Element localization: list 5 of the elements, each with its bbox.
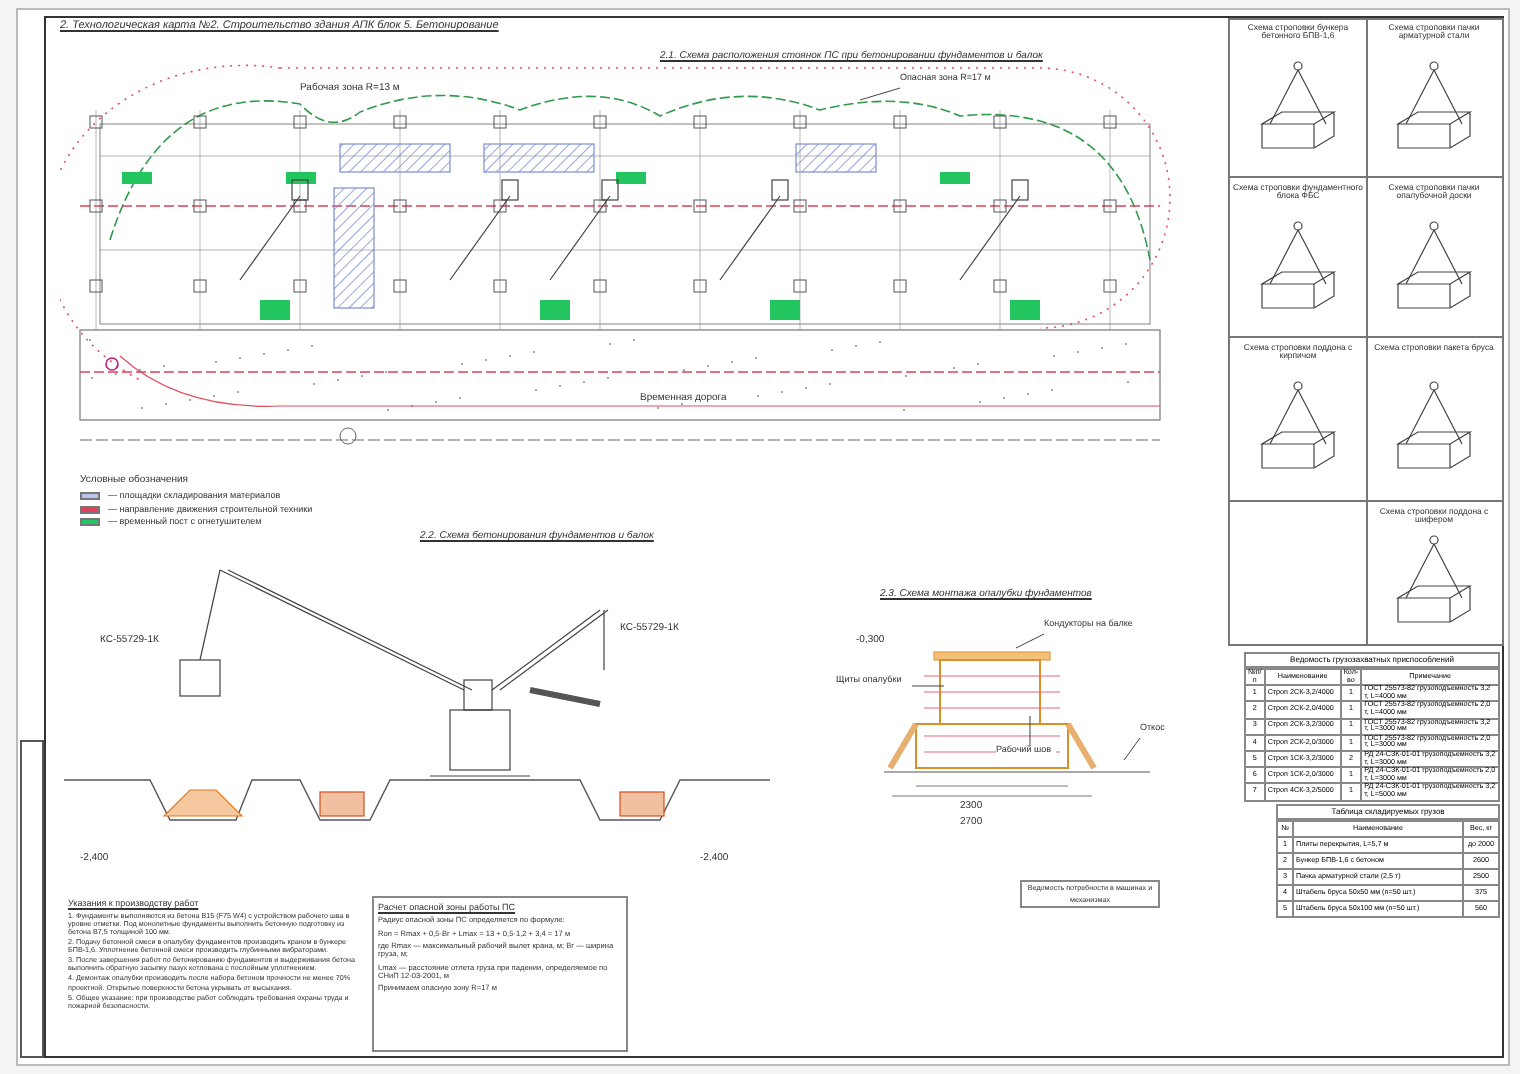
leader-line bbox=[859, 87, 901, 101]
leader-line bbox=[1029, 715, 1031, 747]
leader-line bbox=[1123, 737, 1141, 761]
leader-line bbox=[911, 685, 945, 687]
leader-line bbox=[1015, 633, 1045, 649]
